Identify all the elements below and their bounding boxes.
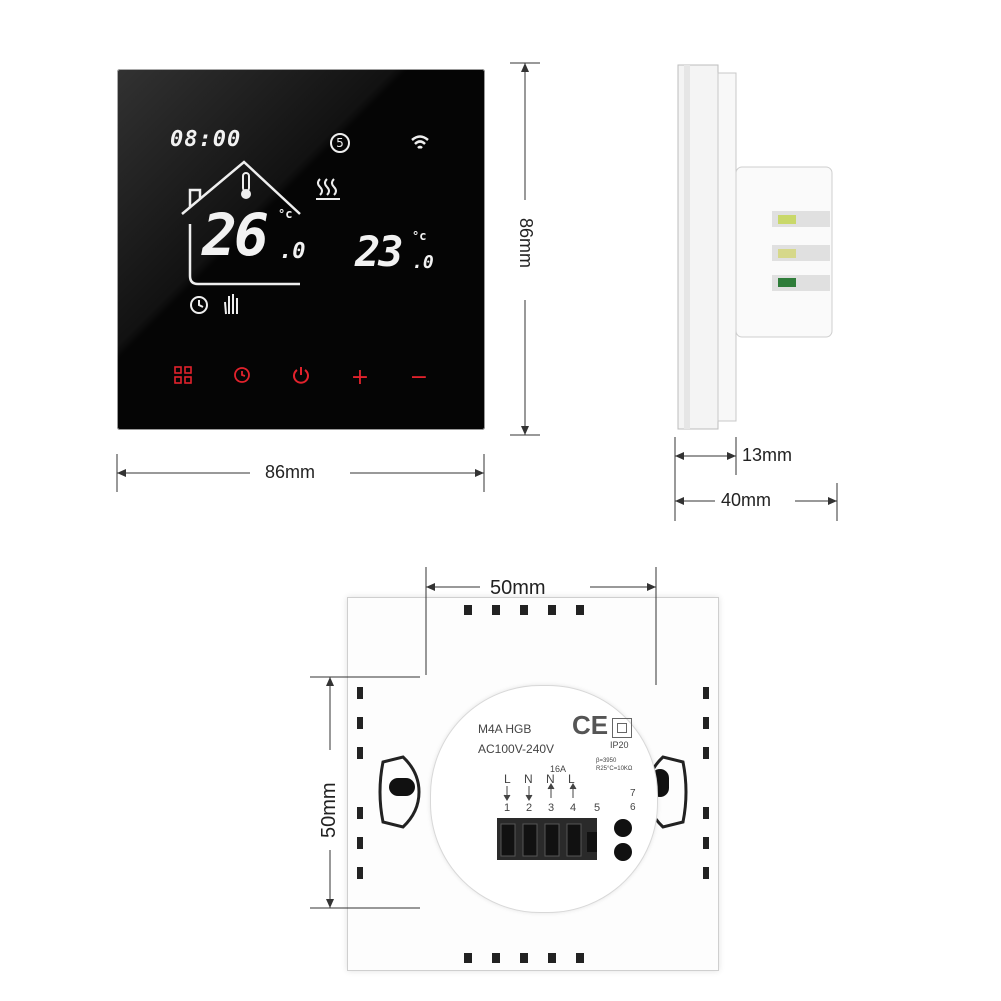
terminal-letter-2: N bbox=[524, 772, 533, 786]
side-depth-front-label: 13mm bbox=[742, 445, 793, 465]
room-temperature-unit: °c bbox=[278, 207, 293, 221]
manual-hand-icon bbox=[224, 294, 238, 315]
thermostat-side-view bbox=[677, 64, 833, 430]
back-panel-vent-slots bbox=[357, 605, 709, 963]
back-hole-width-label: 50mm bbox=[490, 577, 546, 599]
room-temperature-value: 26 bbox=[202, 201, 269, 269]
side-depth-dimension-lines bbox=[674, 437, 838, 521]
set-temperature-value: 23 bbox=[355, 227, 404, 276]
front-width-dimension-line bbox=[116, 454, 485, 492]
set-temperature-unit: °c bbox=[412, 229, 427, 243]
room-temperature-decimal: .0 bbox=[279, 239, 306, 264]
house-outline-icon bbox=[181, 160, 301, 286]
set-temperature-decimal: .0 bbox=[412, 252, 434, 273]
terminal-block bbox=[497, 783, 632, 861]
sensor-beta-label: β=3950 bbox=[596, 758, 617, 764]
terminal-number-3: 3 bbox=[548, 802, 555, 814]
terminal-number-7: 7 bbox=[630, 788, 636, 799]
back-dimension-lines bbox=[310, 567, 657, 909]
terminal-letter-4: L bbox=[568, 772, 575, 786]
terminal-letter-3: N bbox=[546, 772, 555, 786]
schedule-clock-icon bbox=[190, 296, 208, 314]
side-depth-total-label: 40mm bbox=[721, 490, 772, 510]
terminal-number-5: 5 bbox=[594, 802, 601, 814]
power-button[interactable] bbox=[286, 366, 316, 390]
thermostat-front-panel: 08:00 5 26 .0 °c 23 .0 °c bbox=[117, 69, 485, 430]
front-height-label: 86mm bbox=[516, 218, 536, 269]
minus-button[interactable]: − bbox=[409, 365, 429, 390]
thermometer-icon bbox=[241, 172, 251, 199]
terminal-number-1: 1 bbox=[504, 802, 511, 814]
plus-button[interactable]: + bbox=[350, 365, 370, 390]
model-label: M4A HGB bbox=[478, 722, 532, 736]
terminal-letter-1: L bbox=[504, 772, 511, 786]
wifi-icon bbox=[411, 135, 429, 149]
terminal-number-2: 2 bbox=[526, 802, 533, 814]
heating-icon bbox=[316, 178, 340, 200]
clock-display: 08:00 bbox=[170, 127, 242, 152]
power-icon bbox=[293, 367, 309, 384]
back-hole-height-label: 50mm bbox=[318, 782, 340, 838]
sensor-resistance-label: R25°C=10KΩ bbox=[596, 766, 633, 772]
terminal-number-4: 4 bbox=[570, 802, 577, 814]
ce-mark: CE bbox=[572, 710, 609, 740]
voltage-label: AC100V-240V bbox=[478, 742, 555, 756]
clock-button[interactable] bbox=[227, 366, 257, 390]
clock-icon bbox=[234, 367, 250, 383]
ip-rating-label: IP20 bbox=[610, 740, 629, 750]
menu-button[interactable] bbox=[168, 366, 198, 390]
terminal-number-6: 6 bbox=[630, 802, 636, 813]
grid-icon bbox=[174, 366, 192, 384]
current-label: 16A bbox=[550, 764, 567, 774]
front-height-dimension-line bbox=[510, 62, 540, 436]
double-insulation-icon bbox=[612, 718, 632, 738]
front-width-label: 86mm bbox=[265, 462, 316, 482]
program-number-icon: 5 bbox=[330, 133, 350, 153]
